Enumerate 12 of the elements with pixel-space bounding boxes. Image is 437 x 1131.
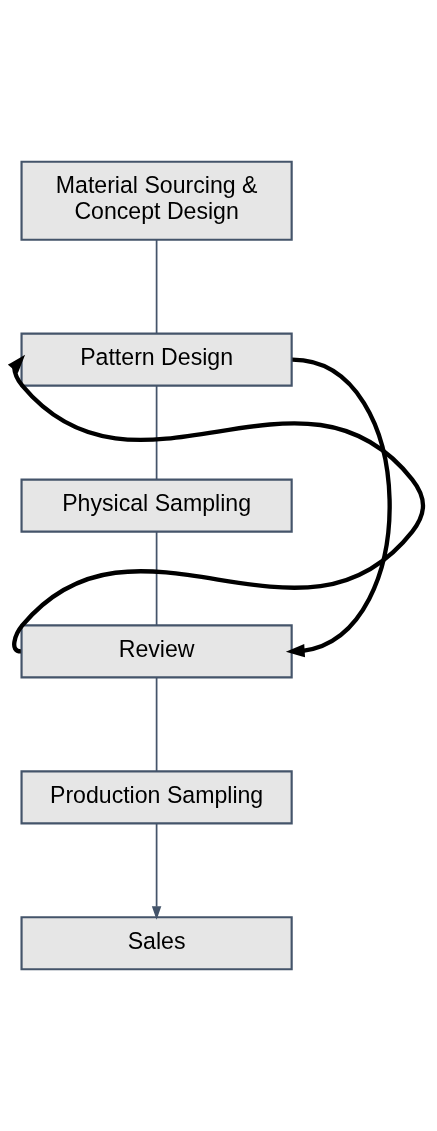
arrow bbox=[285, 357, 392, 658]
arrow bbox=[151, 822, 162, 920]
node-box: Pattern Design bbox=[20, 332, 293, 387]
connector bbox=[155, 385, 158, 481]
connector bbox=[155, 531, 158, 627]
node-box: Material Sourcing & Concept Design bbox=[20, 160, 293, 241]
connector bbox=[155, 239, 158, 335]
node-box: Physical Sampling bbox=[20, 478, 293, 533]
node-box: Sales bbox=[20, 916, 293, 971]
connector bbox=[155, 676, 158, 773]
node-box: Production Sampling bbox=[20, 770, 293, 825]
node-box: Review bbox=[20, 624, 293, 679]
